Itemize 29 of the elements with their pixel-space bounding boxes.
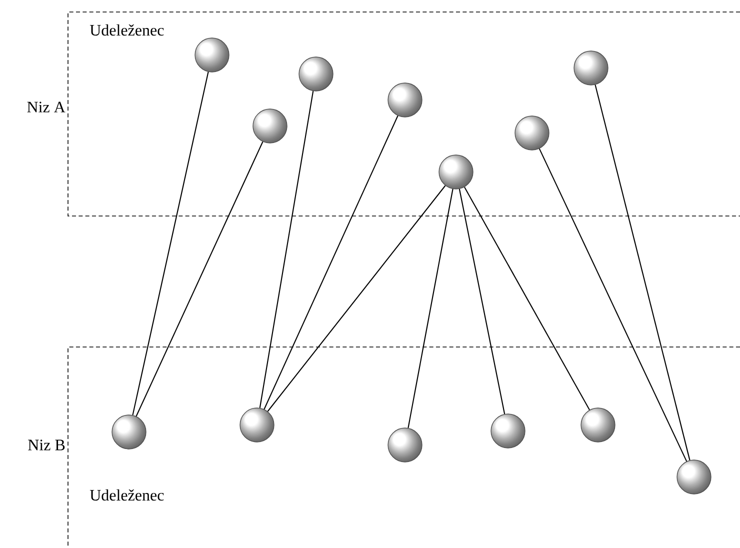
sphere [240,408,274,442]
sphere [490,414,526,448]
sphere [112,414,146,450]
sphere [514,116,550,150]
connector-line [538,148,688,462]
connector-line [132,72,209,416]
sphere [580,408,616,442]
sphere [298,56,334,92]
sphere [574,50,608,86]
row-label: Niz A [27,102,66,112]
band-label: Udeleženec [90,489,164,501]
sphere [438,154,474,190]
sphere [388,428,422,462]
dashed-band [68,346,740,548]
sphere [388,82,422,118]
connector-line [136,142,264,416]
connector-line [264,116,398,410]
sphere [252,108,288,144]
connector-line [408,188,454,428]
connector-line [267,185,446,412]
connector-line [594,84,690,460]
connector-line [464,186,590,410]
band-label: Udeleženec [90,24,164,36]
connector-line [458,188,506,414]
dashed-band [68,12,740,216]
sphere [676,460,712,494]
sphere [194,38,230,72]
connector-line [259,91,314,408]
row-label: Niz B [28,440,65,450]
